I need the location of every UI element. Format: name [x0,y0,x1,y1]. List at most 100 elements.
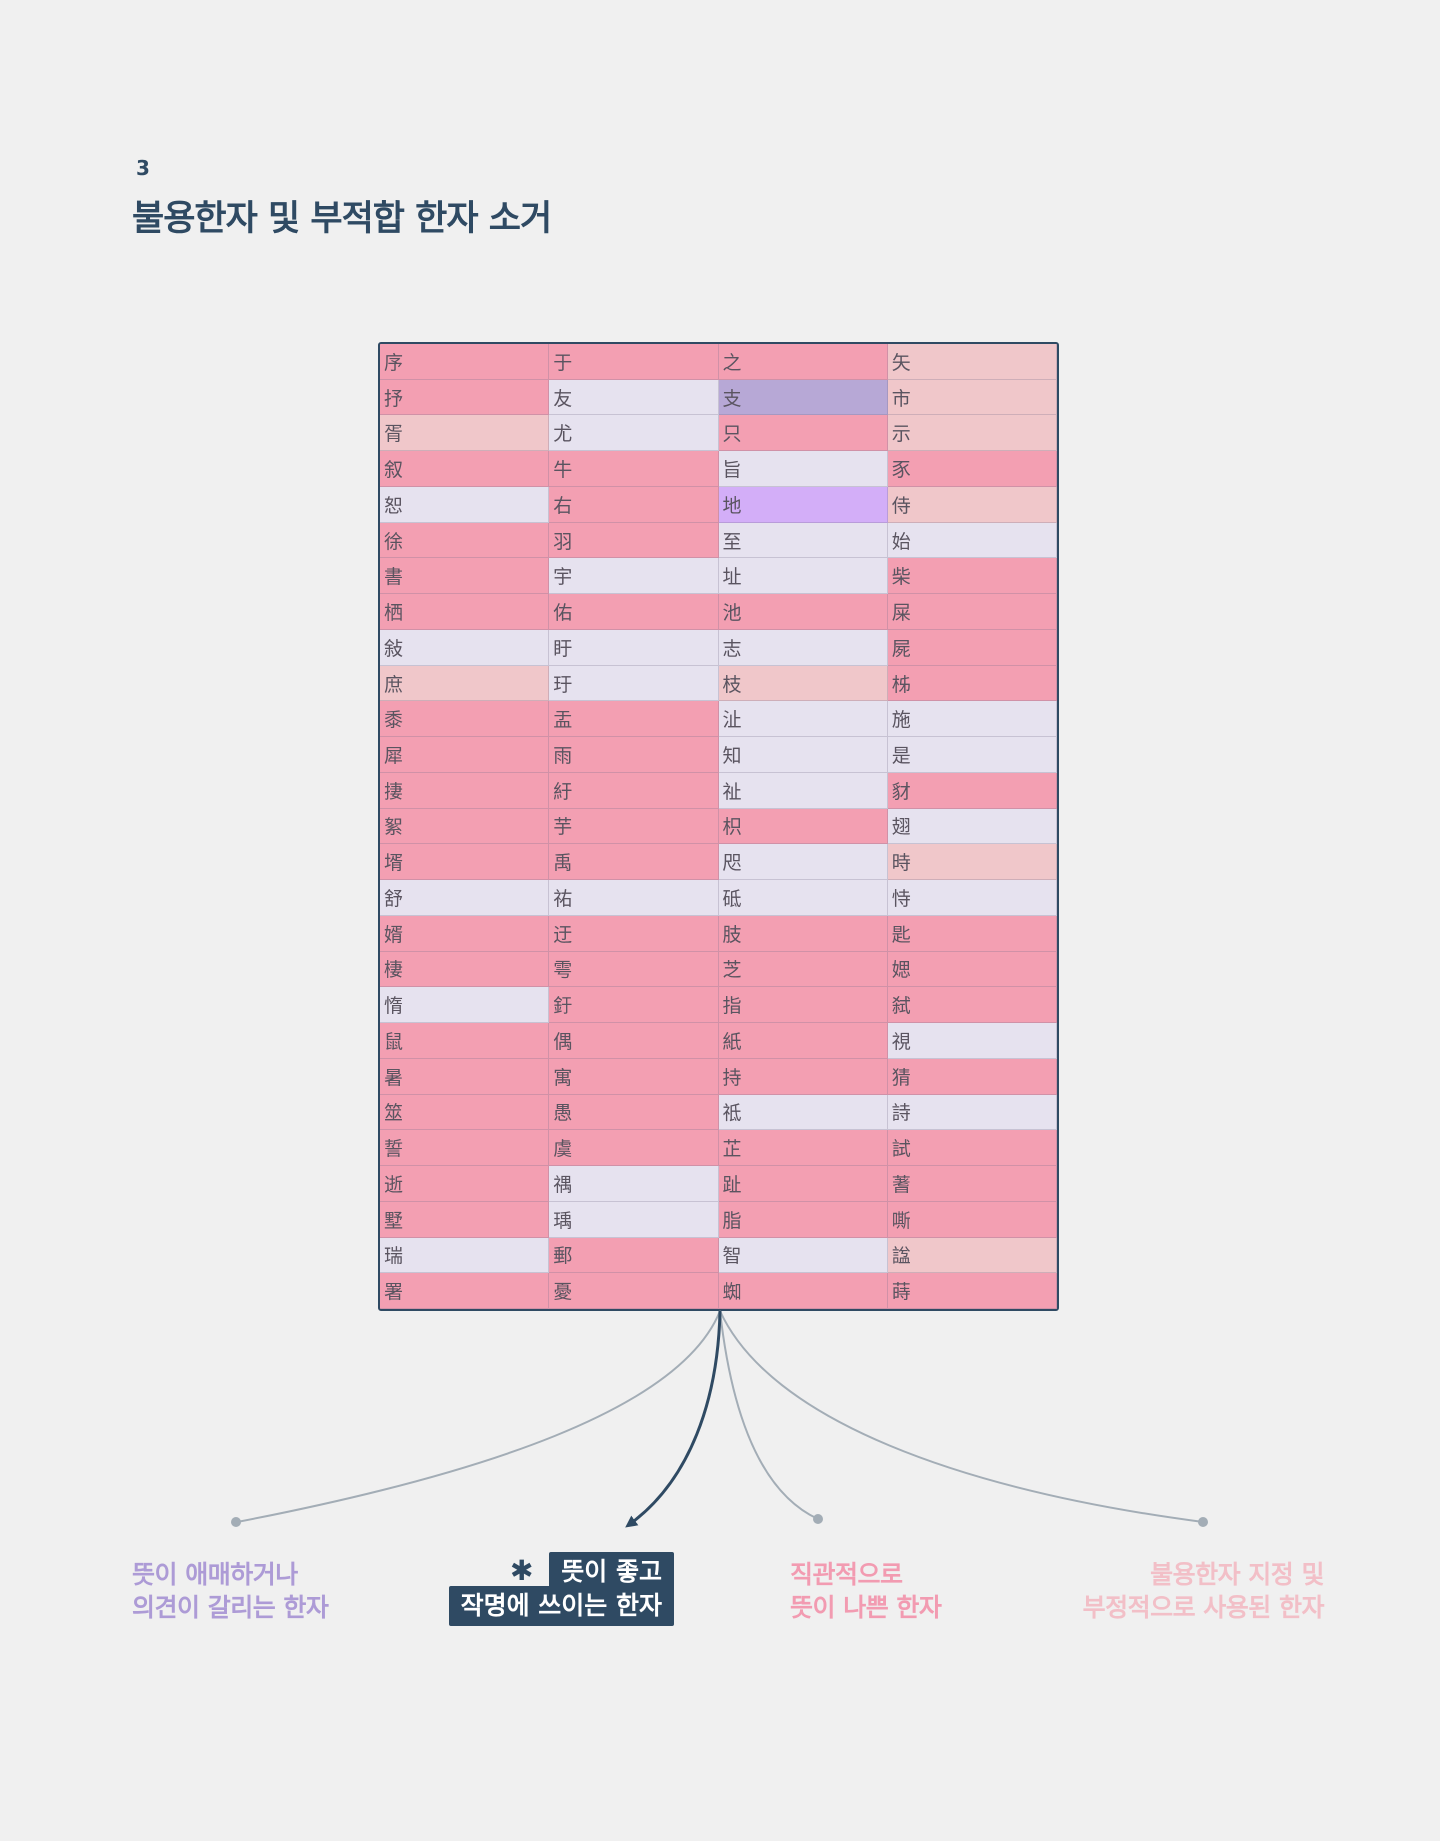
hanja-cell: 絮 [380,808,550,845]
hanja-cell: 禹 [549,844,719,881]
hanja-cell: 豺 [887,772,1057,809]
hanja-cell: 宇 [549,558,719,595]
category-banned-line1: 불용한자 지정 및 [1150,1560,1324,1589]
hanja-cell: 友 [549,379,719,416]
hanja-cell: 指 [718,987,888,1024]
hanja-cell: 偶 [549,1023,719,1059]
hanja-cell: 砥 [718,880,888,916]
hanja-cell: 雨 [549,737,719,773]
hanja-cell: 栖 [380,594,550,630]
hanja-cell: 志 [718,629,888,666]
hanja-cell: 匙 [887,915,1057,952]
hanja-cell: 芷 [718,1130,888,1167]
hanja-cell: 蒔 [887,1273,1057,1309]
hanja-cell: 屎 [887,594,1057,630]
hanja-cell: 之 [718,344,888,380]
hanja-cell: 舒 [380,880,550,916]
hanja-cell: 徐 [380,522,550,559]
hanja-cell: 釪 [549,987,719,1024]
hanja-cell: 知 [718,737,888,773]
hanja-cell: 逝 [380,1166,550,1202]
hanja-cell: 暑 [380,1058,550,1095]
hanja-cell: 婿 [380,915,550,952]
hanja-cell: 壻 [380,844,550,881]
hanja-cell: 抒 [380,379,550,416]
hanja-cell: 沚 [718,701,888,738]
hanja-cell: 蓍 [887,1166,1057,1202]
hanja-cell: 址 [718,558,888,595]
hanja-cell: 盱 [549,629,719,666]
hanja-cell: 枳 [718,808,888,845]
hanja-cell: 迂 [549,915,719,952]
hanja-cell: 肢 [718,915,888,952]
category-good-line1: 뜻이 좋고 [549,1552,674,1592]
hanja-cell: 侍 [887,486,1057,523]
hanja-cell: 黍 [380,701,550,738]
hanja-cell: 雩 [549,951,719,988]
hanja-cell: 趾 [718,1166,888,1202]
hanja-cell: 序 [380,344,550,380]
hanja-cell: 柴 [887,558,1057,595]
hanja-cell: 媤 [887,951,1057,988]
connector-bad-dot [813,1514,823,1524]
hanja-cell: 只 [718,415,888,452]
hanja-cell: 右 [549,486,719,523]
hanja-cell: 盂 [549,701,719,738]
hanja-cell: 地 [718,486,888,523]
hanja-cell: 玗 [549,665,719,702]
hanja-cell: 瑀 [549,1201,719,1238]
hanja-cell: 虞 [549,1130,719,1167]
star-icon: ✱ [510,1554,534,1587]
hanja-cell: 敍 [380,629,550,666]
connector-banned-dot [1198,1517,1208,1527]
hanja-cell: 豕 [887,451,1057,487]
hanja-cell: 尤 [549,415,719,452]
hanja-cell: 枝 [718,665,888,702]
category-bad-line1: 직관적으로 [790,1560,903,1589]
category-bad: 직관적으로 뜻이 나쁜 한자 [790,1558,942,1624]
hanja-cell: 惰 [380,987,550,1024]
hanja-cell: 書 [380,558,550,595]
hanja-cell: 紆 [549,772,719,809]
hanja-cell: 施 [887,701,1057,738]
hanja-cell: 于 [549,344,719,380]
hanja-cell: 池 [718,594,888,630]
hanja-cell: 恕 [380,486,550,523]
hanja-cell: 詩 [887,1094,1057,1131]
hanja-cell: 弑 [887,987,1057,1024]
hanja-cell: 蜘 [718,1273,888,1309]
hanja-cell: 至 [718,522,888,559]
category-banned-line2: 부정적으로 사용된 한자 [1082,1593,1325,1622]
hanja-cell: 翅 [887,808,1057,845]
hanja-cell: 柹 [887,665,1057,702]
hanja-cell: 是 [887,737,1057,773]
hanja-cell: 芝 [718,951,888,988]
hanja-cell: 佑 [549,594,719,630]
hanja-cell: 誓 [380,1130,550,1167]
hanja-cell: 禑 [549,1166,719,1202]
connector-bad [719,1310,819,1520]
hanja-cell: 紙 [718,1023,888,1059]
connector-good-arrow [625,1310,722,1528]
hanja-cell: 羽 [549,522,719,559]
hanja-cell: 棲 [380,951,550,988]
hanja-cell: 試 [887,1130,1057,1167]
hanja-cell: 祗 [718,1094,888,1131]
category-ambiguous-line1: 뜻이 애매하거나 [132,1560,298,1589]
hanja-cell: 憂 [549,1273,719,1309]
hanja-cell: 智 [718,1237,888,1274]
connector-ambiguous [236,1310,721,1523]
hanja-cell: 捿 [380,772,550,809]
page-title: 불용한자 및 부적합 한자 소거 [132,199,552,239]
hanja-cell: 胥 [380,415,550,452]
hanja-cell: 示 [887,415,1057,452]
category-ambiguous: 뜻이 애매하거나 의견이 갈리는 한자 [132,1558,329,1624]
hanja-cell: 市 [887,379,1057,416]
hanja-cell: 屍 [887,629,1057,666]
hanja-cell: 恃 [887,880,1057,916]
hanja-cell: 署 [380,1273,550,1309]
category-ambiguous-line2: 의견이 갈리는 한자 [132,1593,329,1622]
hanja-cell: 祐 [549,880,719,916]
hanja-cell: 猜 [887,1058,1057,1095]
